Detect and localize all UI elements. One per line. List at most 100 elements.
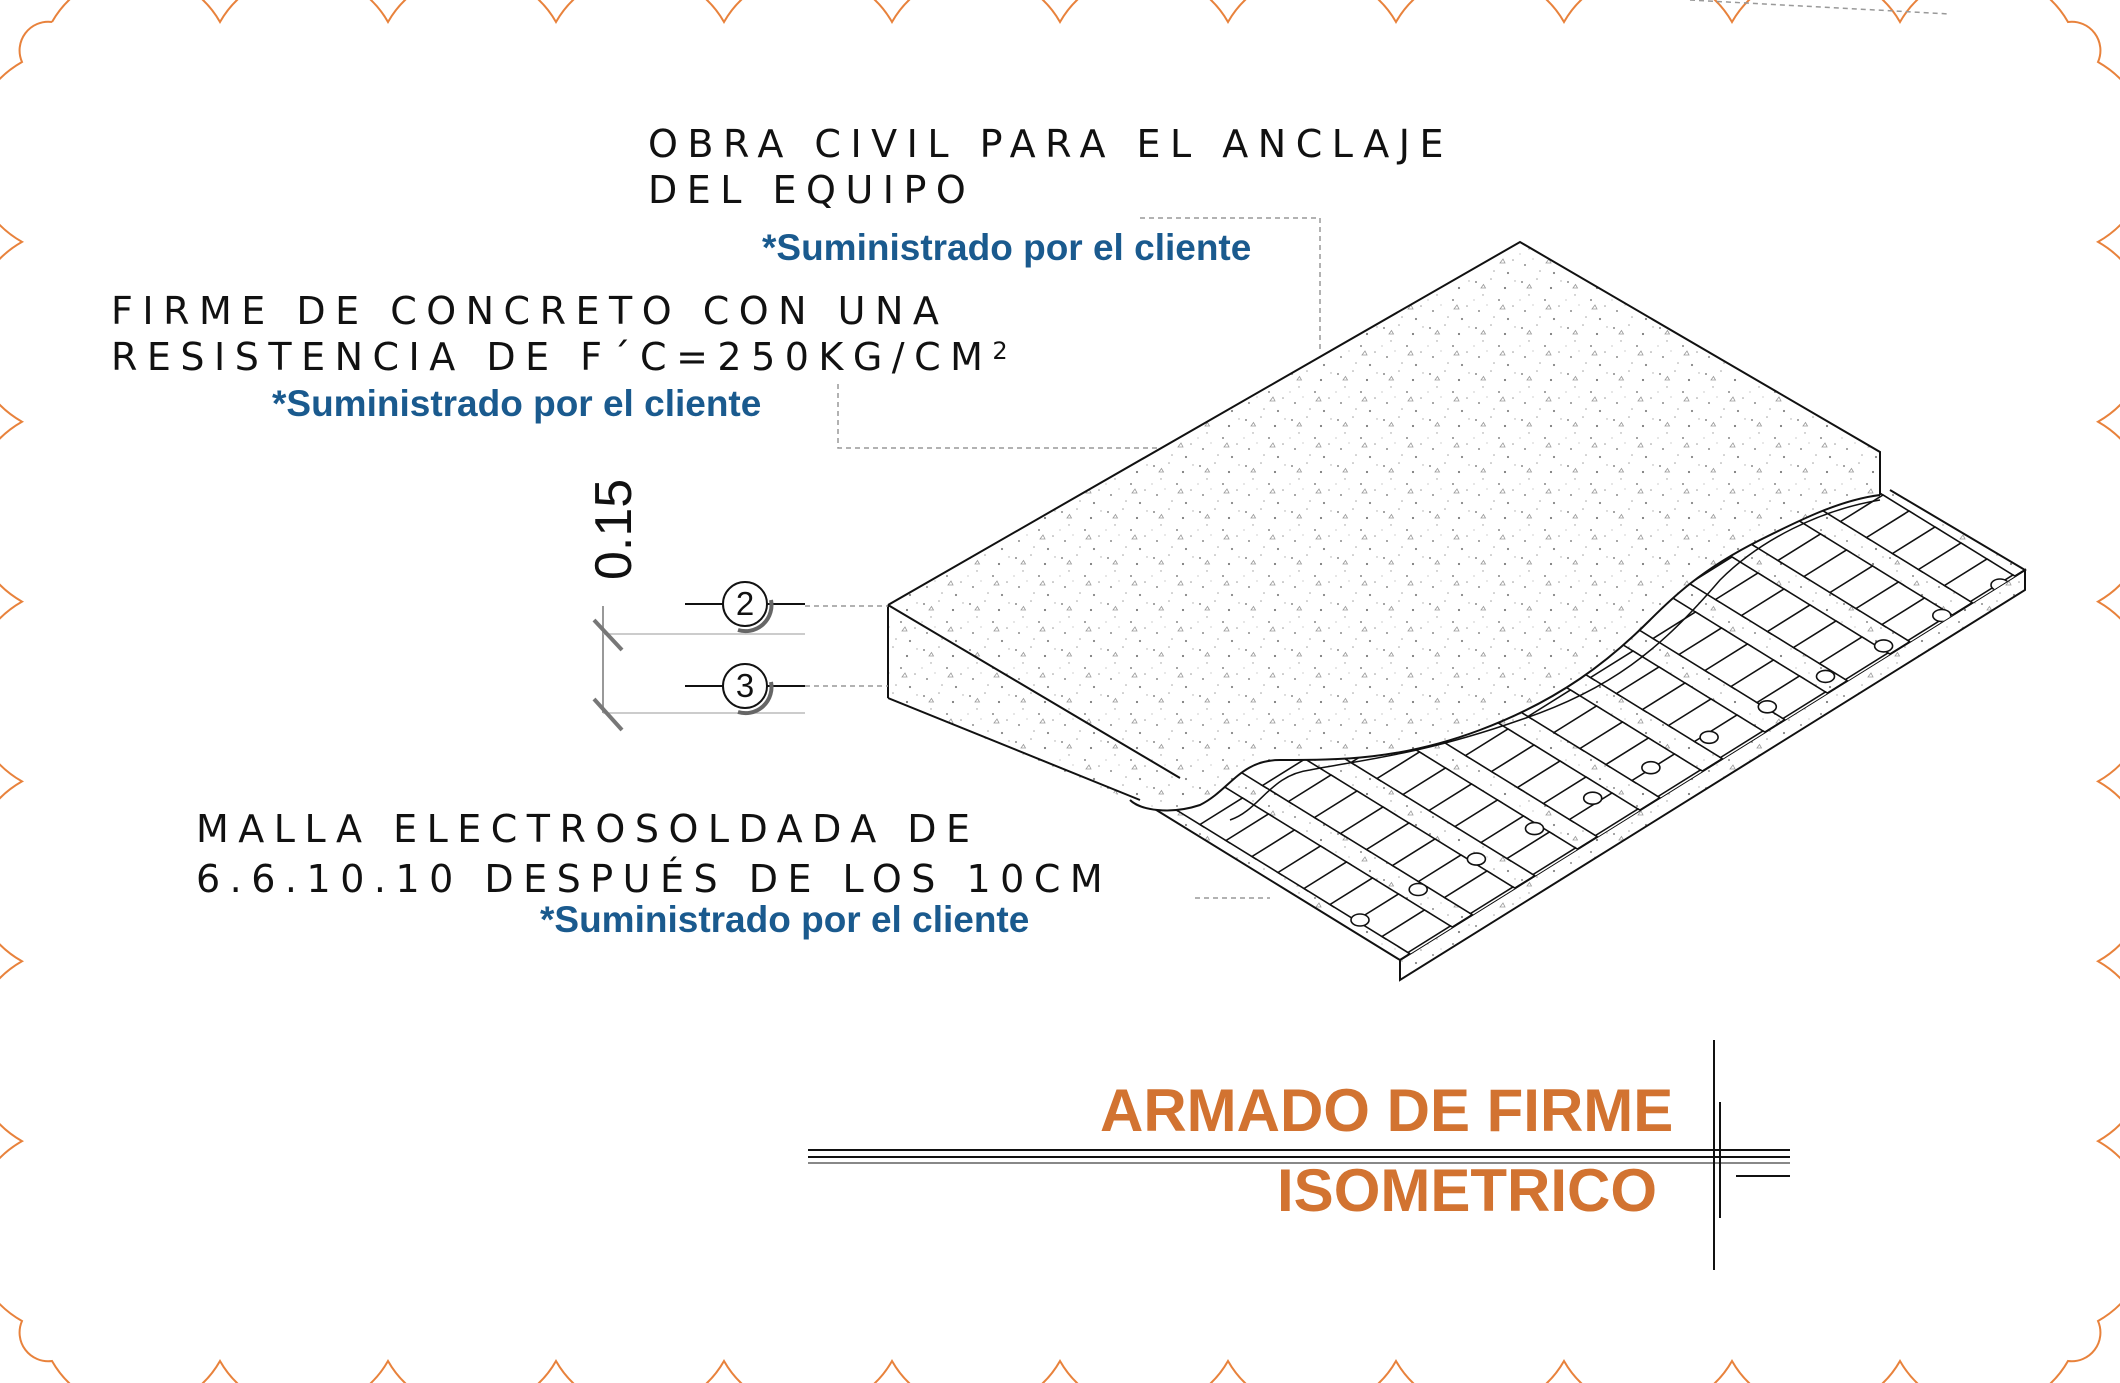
mesh-cell — [1940, 401, 2013, 446]
mesh-cell — [1895, 684, 1972, 731]
mesh-bar-end — [1466, 852, 1487, 866]
mesh-cell — [1335, 1036, 1408, 1081]
mesh-cell — [1958, 645, 2025, 692]
slab-note-line1: FIRME DE CONCRETO CON UNA — [111, 289, 949, 333]
mesh-cell — [2059, 552, 2120, 597]
drawing-title: ARMADO DE FIRME — [1100, 1077, 1674, 1144]
mesh-bar-end — [1757, 699, 1778, 714]
mesh-cell — [1953, 487, 2025, 534]
mesh-cell — [1784, 305, 1857, 350]
title-block-lines — [808, 1040, 1790, 1270]
mesh-cell — [1265, 916, 1342, 960]
slab-supplied-note: *Suministrado por el cliente — [272, 383, 762, 424]
mesh-cell — [1203, 955, 1280, 960]
anchor-note-line1: OBRA CIVIL PARA EL ANCLAJE — [648, 122, 1453, 166]
mesh-cell — [1989, 469, 2025, 479]
mesh-bar-end — [1699, 730, 1719, 745]
mesh-cell — [2096, 497, 2120, 542]
mesh-cell — [1231, 972, 1304, 1017]
callout-number-3: 3 — [735, 667, 755, 704]
mesh-cell — [1372, 981, 1445, 1026]
mesh-cell — [1645, 840, 1722, 887]
mesh-bar-end — [1524, 821, 1545, 836]
mesh-note-line1: MALLA ELECTROSOLDADA DE — [196, 807, 980, 851]
mesh-cell — [1187, 868, 1264, 915]
mesh-cell — [2070, 481, 2120, 526]
mesh-cell — [1291, 932, 1368, 960]
mesh-bar-end — [1641, 760, 1661, 775]
slab-note-line2-text: RESISTENCIA DE F´C=250KG/CM — [111, 335, 993, 379]
mesh-cell — [2015, 469, 2025, 495]
mesh-cell — [1950, 330, 2023, 375]
mesh-cell — [1398, 997, 1471, 1042]
mesh-cell — [1770, 762, 1847, 809]
leader-lines — [805, 217, 1321, 899]
mesh-cell — [1140, 907, 1202, 954]
mesh-cell — [1309, 1020, 1382, 1065]
anchor-supplied-note: *Suministrado por el cliente — [762, 227, 1252, 268]
callout-bubble-2 — [685, 581, 805, 634]
mesh-bar-end — [1582, 791, 1603, 806]
mesh-cell — [1239, 900, 1316, 947]
mesh-cell — [1161, 852, 1238, 899]
mesh-cell — [1846, 266, 1919, 311]
mesh-cell — [1888, 369, 1961, 414]
mesh-cell — [2028, 378, 2101, 423]
mesh-cell — [1872, 282, 1945, 327]
mesh-cell — [2044, 465, 2117, 510]
mesh-cell — [1976, 346, 2049, 391]
mesh-cell — [1140, 804, 1160, 851]
dimension-label: 0.15 — [585, 478, 643, 580]
mesh-cell — [2054, 394, 2120, 439]
callout-number-2: 2 — [735, 585, 755, 622]
mesh-cell — [1875, 469, 1952, 486]
mesh-cell — [1927, 471, 2004, 518]
mesh-cell — [2033, 536, 2106, 581]
mesh-cell — [1708, 801, 1785, 848]
mesh-cell — [1898, 298, 1971, 343]
mesh-cell — [1901, 469, 1978, 502]
mesh-cell — [1213, 884, 1290, 931]
mesh-cell — [1979, 503, 2025, 550]
mesh-bar-end — [1408, 882, 1428, 897]
mesh-cell — [1583, 879, 1660, 926]
mesh-cell — [1177, 939, 1254, 960]
slab-note-superscript: 2 — [992, 337, 1008, 365]
mesh-cell — [1520, 918, 1597, 960]
mesh-bar-end — [1873, 639, 1894, 653]
mesh-cell — [1966, 417, 2039, 462]
drawing-subtitle: ISOMETRICO — [1277, 1157, 1658, 1224]
mesh-bar-end — [1932, 608, 1952, 623]
mesh-bar-end — [1815, 669, 1836, 684]
concrete-slab — [887, 240, 1881, 812]
mesh-cell — [1140, 836, 1212, 883]
mesh-cell — [2002, 362, 2075, 407]
mesh-bar-end — [1350, 913, 1370, 927]
mesh-cell — [1317, 948, 1394, 960]
mesh-supplied-note: *Suministrado por el cliente — [540, 899, 1030, 940]
mesh-cell — [2005, 519, 2025, 566]
mesh-cell — [1458, 957, 1535, 960]
mesh-cell — [1151, 923, 1228, 960]
mesh-cell — [1140, 820, 1186, 867]
mesh-cell — [1283, 1004, 1356, 1049]
mesh-edge-curve — [1229, 499, 1881, 821]
mesh-cell — [2020, 606, 2025, 653]
anchor-note-line2: DEL EQUIPO — [648, 168, 976, 212]
mesh-cell — [1810, 321, 1883, 366]
mesh-cell — [1924, 314, 1997, 359]
mesh-cell — [1836, 337, 1909, 382]
mesh-cell — [1833, 723, 1910, 770]
mesh-cell — [1914, 385, 1987, 430]
mesh-cell — [1257, 988, 1330, 1033]
leader-line-top — [1689, 0, 1951, 15]
mesh-cell — [971, 812, 1044, 857]
dimension-line — [592, 606, 805, 732]
callout-bubble-3 — [685, 663, 805, 716]
mesh-note-line2: 6.6.10.10 DESPUÉS DE LOS 10CM — [196, 857, 1113, 901]
slab-note-line2: RESISTENCIA DE F´C=250KG/CM2 — [111, 334, 1008, 380]
